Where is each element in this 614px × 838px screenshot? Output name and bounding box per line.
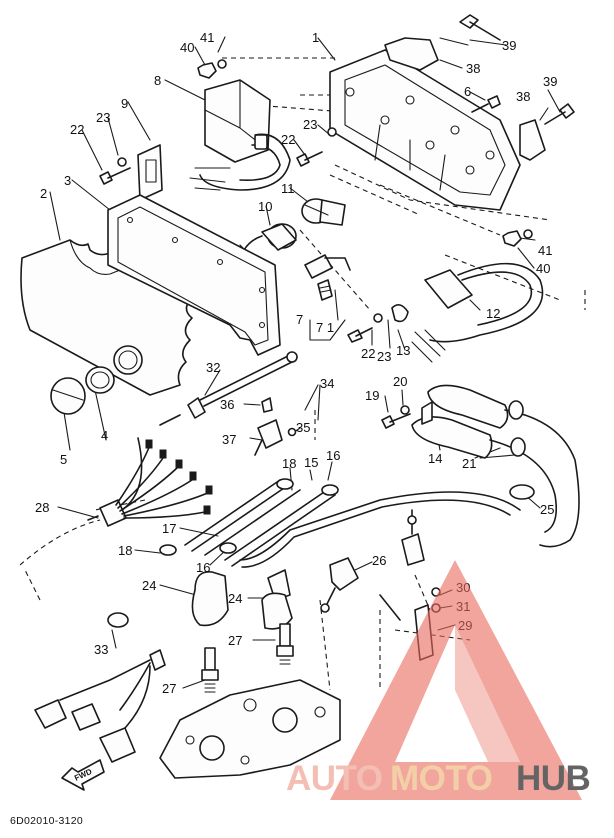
callout-2: 2	[40, 186, 47, 201]
hose-clamp	[509, 484, 535, 500]
callout-40-top: 40	[180, 40, 194, 55]
watermark-hub: HUB	[516, 759, 590, 798]
callout-10: 10	[258, 199, 272, 214]
callout-16-bottom: 16	[196, 560, 210, 575]
callout-19: 19	[365, 388, 379, 403]
callout-23-lower: 23	[377, 349, 391, 364]
callout-17: 17	[162, 521, 176, 536]
callout-13: 13	[396, 343, 410, 358]
plug-cap	[191, 569, 293, 630]
clamp-clip	[347, 304, 409, 343]
callout-33: 33	[94, 642, 108, 657]
callout-15: 15	[304, 455, 318, 470]
ignition-coil	[301, 198, 346, 226]
callout-32: 32	[206, 360, 220, 375]
callout-41-top: 41	[200, 30, 214, 45]
callout-23-left: 23	[96, 110, 110, 125]
callout-71: 7 1	[316, 320, 334, 335]
bolt-icon	[471, 95, 501, 113]
bolt-icon	[296, 127, 337, 167]
forward-arrow-icon: FWD	[61, 759, 105, 791]
cdi-unit	[189, 79, 291, 191]
callout-24-right: 24	[228, 591, 242, 606]
switch-assembly	[254, 397, 297, 456]
automotohub-watermark-logo: AUTO MOTO HUB	[286, 560, 591, 800]
drawing-code: 6D02010-3120	[10, 815, 83, 827]
callout-36: 36	[220, 397, 234, 412]
connector-plug	[304, 254, 351, 301]
callout-41-right: 41	[538, 243, 552, 258]
mount-bracket	[320, 557, 359, 613]
bolt-icon	[544, 103, 575, 125]
callout-18-top: 18	[282, 456, 296, 471]
cap-seal	[85, 366, 115, 394]
nut-icon	[197, 59, 533, 247]
wiring-harness	[87, 437, 213, 527]
callout-4: 4	[101, 428, 108, 443]
ignition-coil	[239, 223, 297, 256]
callout-18-bottom: 18	[118, 543, 132, 558]
callout-22-lower: 22	[361, 346, 375, 361]
callout-27-right: 27	[228, 633, 242, 648]
callout-24-left: 24	[142, 578, 156, 593]
callout-8: 8	[154, 73, 161, 88]
callout-5: 5	[60, 452, 67, 467]
callout-38-right: 38	[516, 89, 530, 104]
cylinder-head	[159, 679, 341, 779]
callout-9: 9	[121, 96, 128, 111]
rectifier-unit	[411, 262, 544, 363]
callout-39-top: 39	[502, 38, 516, 53]
callout-14: 14	[428, 451, 442, 466]
bracket-plate	[137, 144, 163, 201]
ignition-coil-pair	[411, 384, 580, 548]
cap-plug	[50, 377, 86, 415]
callout-23-mid: 23	[303, 117, 317, 132]
callout-38-top: 38	[466, 61, 480, 76]
hose-tube	[159, 478, 521, 568]
callout-1: 1	[312, 30, 319, 45]
callout-27-left: 27	[162, 681, 176, 696]
callout-26: 26	[372, 553, 386, 568]
connector-group	[34, 612, 166, 763]
callout-6: 6	[464, 84, 471, 99]
callout-22-left: 22	[70, 122, 84, 137]
callout-40-right: 40	[536, 261, 550, 276]
bolt-icon	[381, 405, 411, 429]
callout-11: 11	[281, 181, 295, 196]
cover-gasket	[107, 194, 281, 356]
watermark-triangle-icon	[330, 560, 582, 800]
callout-16-top: 16	[326, 448, 340, 463]
callout-20: 20	[393, 374, 407, 389]
bolt-icon	[99, 157, 131, 185]
rod-shaft	[159, 351, 298, 426]
callout-7: 7	[296, 312, 303, 327]
bolt-icon	[459, 14, 501, 41]
callout-12: 12	[486, 306, 500, 321]
callout-3: 3	[64, 173, 71, 188]
callout-37: 37	[222, 432, 236, 447]
main-bracket-plate	[329, 37, 546, 211]
callout-21: 21	[462, 456, 476, 471]
callout-34: 34	[320, 376, 334, 391]
watermark-moto: MOTO	[390, 759, 492, 798]
callout-25: 25	[540, 502, 554, 517]
watermark-auto: AUTO	[286, 759, 383, 798]
spark-plug	[201, 623, 294, 693]
callout-35: 35	[296, 420, 310, 435]
callout-28: 28	[35, 500, 49, 515]
callout-22-mid: 22	[281, 132, 295, 147]
guide-lines	[19, 57, 586, 691]
callout-39-right: 39	[543, 74, 557, 89]
